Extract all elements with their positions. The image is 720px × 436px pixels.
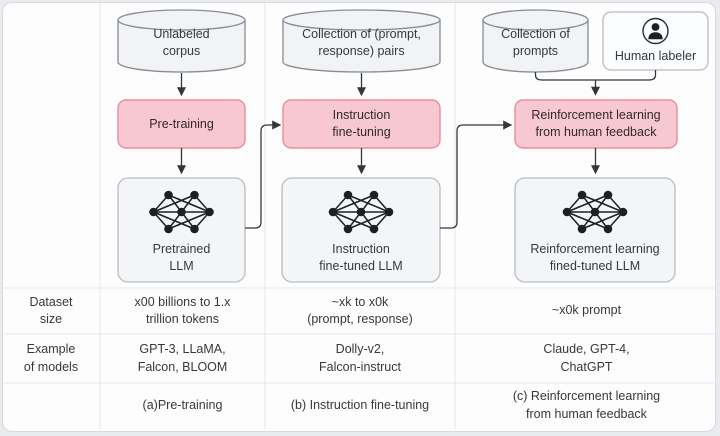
example-models-a: GPT-3, LLaMA, Falcon, BLOOM [137,342,228,374]
model-box-rlhf-llm [514,177,676,283]
data-source-label-a: Unlabeled corpus [153,26,210,58]
database-icon [282,9,441,73]
dataset-size-b: ~xk to x0k (prompt, response) [307,294,413,327]
caption-c: (c) Reinforcement learning from human fe… [512,389,661,421]
elbow-connector-llm-to-finetuning [245,120,282,229]
data-source-label-c: Collection of prompts [501,26,570,58]
dataset-size-a: x00 billions to 1.x trillion tokens [134,294,231,327]
example-models-b: Dolly-v2, Falcon-instruct [319,342,401,374]
elbow-connector-llm-to-rlhf [440,120,513,229]
model-label-c: Reinforcement learning fined-tuned LLM [530,242,660,273]
data-source-label-b: Collection of (prompt, response) pairs [302,26,421,58]
row-label-dataset-size: Dataset size [29,294,73,327]
dataset-size-c: ~x0k prompt [551,303,622,318]
database-icon [482,9,589,73]
example-models-c: Claude, GPT-4, ChatGPT [543,342,630,374]
model-label-a: Pretrained LLM [152,242,211,273]
process-label-c: Reinforcement learning from human feedba… [531,108,661,139]
caption-a: (a)Pre-training [142,397,223,412]
process-label-a: Pre-training [149,116,214,131]
process-label-b: Instruction fine-tuning [332,108,391,139]
caption-b: (b) Instruction fine-tuning [290,397,430,412]
database-icon [117,9,246,73]
model-box-instruction-finetuned-llm [281,177,441,283]
table-grid [3,3,717,429]
model-label-b: Instruction fine-tuned LLM [319,242,403,273]
model-box-pretrained-llm [117,177,246,283]
row-label-example-models: Example of models [23,342,79,374]
person-icon [642,17,669,45]
human-labeler-label: Human labeler [614,48,697,63]
